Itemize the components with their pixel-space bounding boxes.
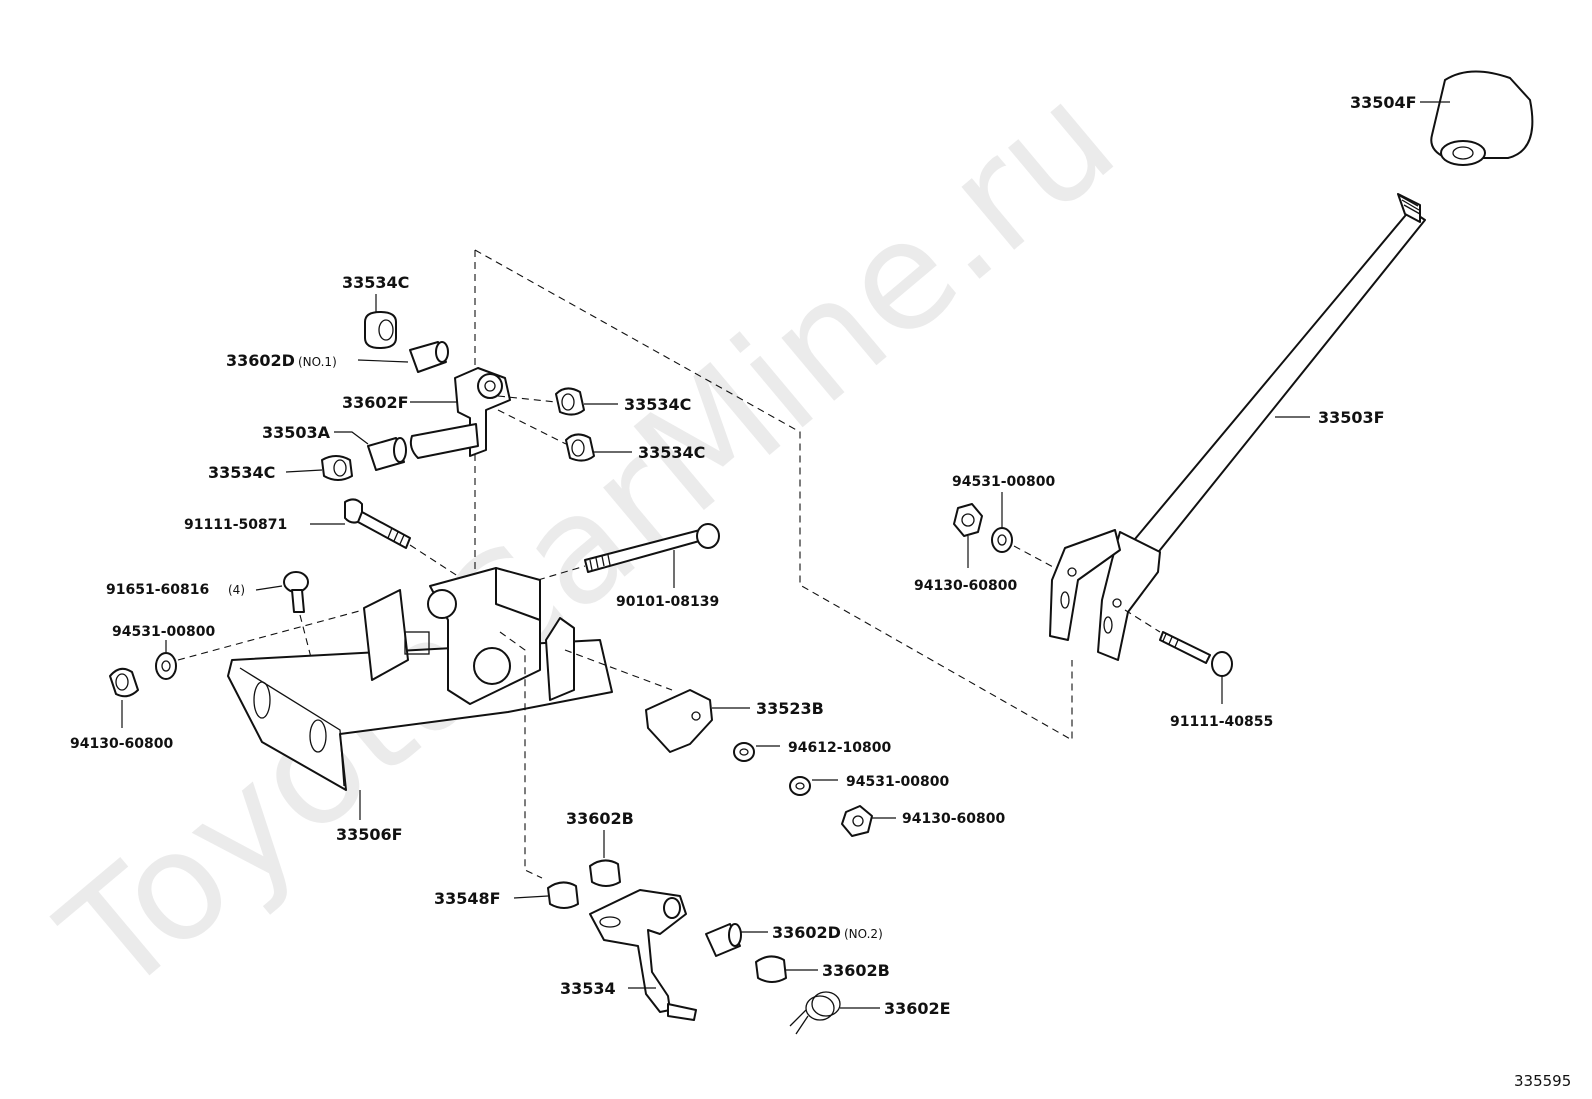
label-94130-60800-left: 94130-60800 — [70, 736, 173, 752]
label-90101-08139: 90101-08139 — [616, 594, 719, 610]
label-33503A: 33503A — [262, 423, 331, 442]
collar-33602D-no1 — [409, 341, 449, 373]
nut-94130-60800-right — [953, 503, 983, 537]
dash-top-bushings — [497, 395, 567, 445]
label-33504F: 33504F — [1350, 93, 1417, 112]
label-33523B: 33523B — [756, 699, 824, 718]
reference-dashed-box — [474, 249, 1073, 741]
bushing-33534C-top — [364, 311, 397, 349]
bolt-90101-08139 — [584, 523, 720, 573]
bushing-33602B-bottom — [755, 955, 787, 983]
label-91111-50871: 91111-50871 — [184, 517, 287, 533]
part-labels: 33504F 33503F 33534C 33602D (NO.1) 33602… — [70, 93, 1417, 1018]
collar-33602D-no2 — [705, 923, 742, 957]
label-33602D-no2-note: (NO.2) — [844, 927, 883, 941]
label-94130-60800-right: 94130-60800 — [914, 578, 1017, 594]
label-91111-40855: 91111-40855 — [1170, 714, 1273, 730]
label-33548F: 33548F — [434, 889, 501, 908]
bushing-33602B-top — [589, 859, 621, 887]
shift-lever-33503F — [1049, 193, 1426, 661]
bolt-91111-50871 — [344, 498, 411, 549]
bushing-33548F — [547, 881, 579, 909]
bolt-91651-60816 — [283, 571, 309, 613]
label-94531-00800-left: 94531-00800 — [112, 624, 215, 640]
lever-33534 — [589, 889, 697, 1021]
shift-knob-33504F — [1430, 70, 1534, 166]
retainer-33602F — [409, 367, 511, 459]
dash-right-washer — [1013, 545, 1056, 569]
bracket-33523B — [645, 689, 713, 753]
label-91651-60816-note: (4) — [228, 583, 245, 597]
label-33602F: 33602F — [342, 393, 409, 412]
label-33602B-top: 33602B — [566, 809, 634, 828]
leader-lines — [121, 101, 1450, 1009]
label-94130-60800-mid: 94130-60800 — [902, 811, 1005, 827]
label-33534C-left: 33534C — [208, 463, 275, 482]
washer-94531-00800-mid — [789, 776, 811, 796]
nut-94130-60800-mid — [841, 805, 873, 837]
label-33534C-r2: 33534C — [638, 443, 705, 462]
label-33602E: 33602E — [884, 999, 951, 1018]
label-33503F: 33503F — [1318, 408, 1385, 427]
label-33602D-no1-note: (NO.1) — [298, 355, 337, 369]
label-33602D-no2: 33602D — [772, 923, 841, 942]
label-33534C-top: 33534C — [342, 273, 409, 292]
collar-33503A — [367, 437, 407, 471]
washer-94612-10800 — [733, 742, 755, 762]
dash-left-washer — [177, 599, 401, 661]
label-33602D-no1: 33602D — [226, 351, 295, 370]
dash-bolt-08139 — [537, 565, 586, 581]
label-94612-10800: 94612-10800 — [788, 740, 891, 756]
label-94531-00800-right: 94531-00800 — [952, 474, 1055, 490]
bolt-91111-40855 — [1159, 631, 1233, 677]
watermark: ToyotaCarMine.ru — [31, 52, 1147, 1028]
nut-94130-60800-left — [109, 667, 139, 698]
dash-bracket-lower — [499, 631, 543, 879]
figure-number: 335595 — [1514, 1072, 1571, 1090]
label-91651-60816: 91651-60816 — [106, 582, 209, 598]
bushing-33534C-r1 — [555, 387, 585, 416]
label-33506F: 33506F — [336, 825, 403, 844]
label-33602B-bottom: 33602B — [822, 961, 890, 980]
bushing-33534C-left — [321, 455, 353, 481]
bushing-33534C-r2 — [565, 433, 595, 462]
washer-94531-00800-left — [155, 652, 177, 680]
bracket-33506F — [227, 567, 613, 791]
dash-bolt-40855 — [1124, 609, 1161, 633]
label-33534: 33534 — [560, 979, 616, 998]
washer-94531-00800-right — [991, 527, 1013, 553]
spring-33602E — [789, 991, 841, 1035]
label-33534C-r1: 33534C — [624, 395, 691, 414]
label-94531-00800-mid: 94531-00800 — [846, 774, 949, 790]
